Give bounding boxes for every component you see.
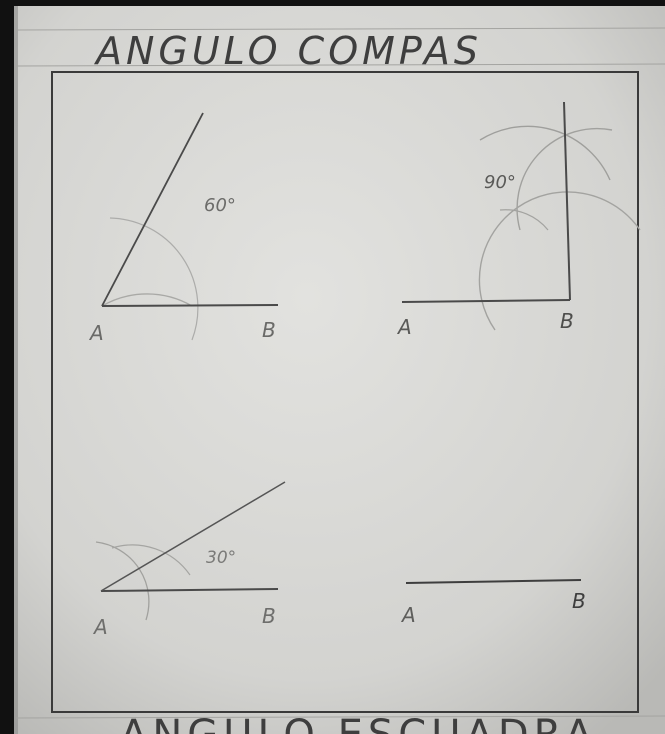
compass-arc	[95, 541, 150, 621]
bottom-title: ANGULO ESCUADRA	[120, 712, 597, 734]
paper-sheet	[14, 6, 665, 734]
figure-segment: A B	[400, 579, 586, 627]
point-a-label: A	[88, 321, 104, 345]
angle-label: 60°	[204, 195, 236, 216]
header-rule-lines	[15, 27, 665, 719]
point-b-label: B	[560, 309, 574, 333]
compass-arc	[111, 544, 191, 576]
point-b-label: B	[262, 318, 276, 342]
figure-90-degree: 90° A B	[396, 101, 641, 339]
point-b-label: B	[572, 589, 586, 613]
point-a-label: A	[92, 615, 108, 639]
figure-30-degree: 30° A B	[92, 481, 286, 639]
angle-label: 30°	[206, 548, 236, 568]
point-a-label: A	[396, 315, 412, 339]
compass-arc	[499, 209, 549, 231]
base-line	[405, 579, 582, 584]
base-line	[401, 299, 571, 303]
page-title: ANGULO COMPAS	[93, 29, 482, 73]
compass-arc	[101, 293, 193, 307]
figure-60-degree: 60° A B	[88, 112, 279, 345]
base-line	[100, 588, 279, 592]
compass-arc	[109, 217, 199, 341]
perpendicular-line	[563, 101, 571, 301]
angle-ray	[100, 481, 286, 592]
drawing-frame	[51, 71, 639, 713]
angle-ray	[101, 112, 204, 307]
point-b-label: B	[262, 604, 276, 628]
compass-arc	[478, 191, 641, 331]
angle-label: 90°	[484, 172, 516, 193]
point-a-label: A	[400, 603, 416, 627]
base-line	[101, 304, 279, 307]
compass-arc	[479, 125, 611, 181]
